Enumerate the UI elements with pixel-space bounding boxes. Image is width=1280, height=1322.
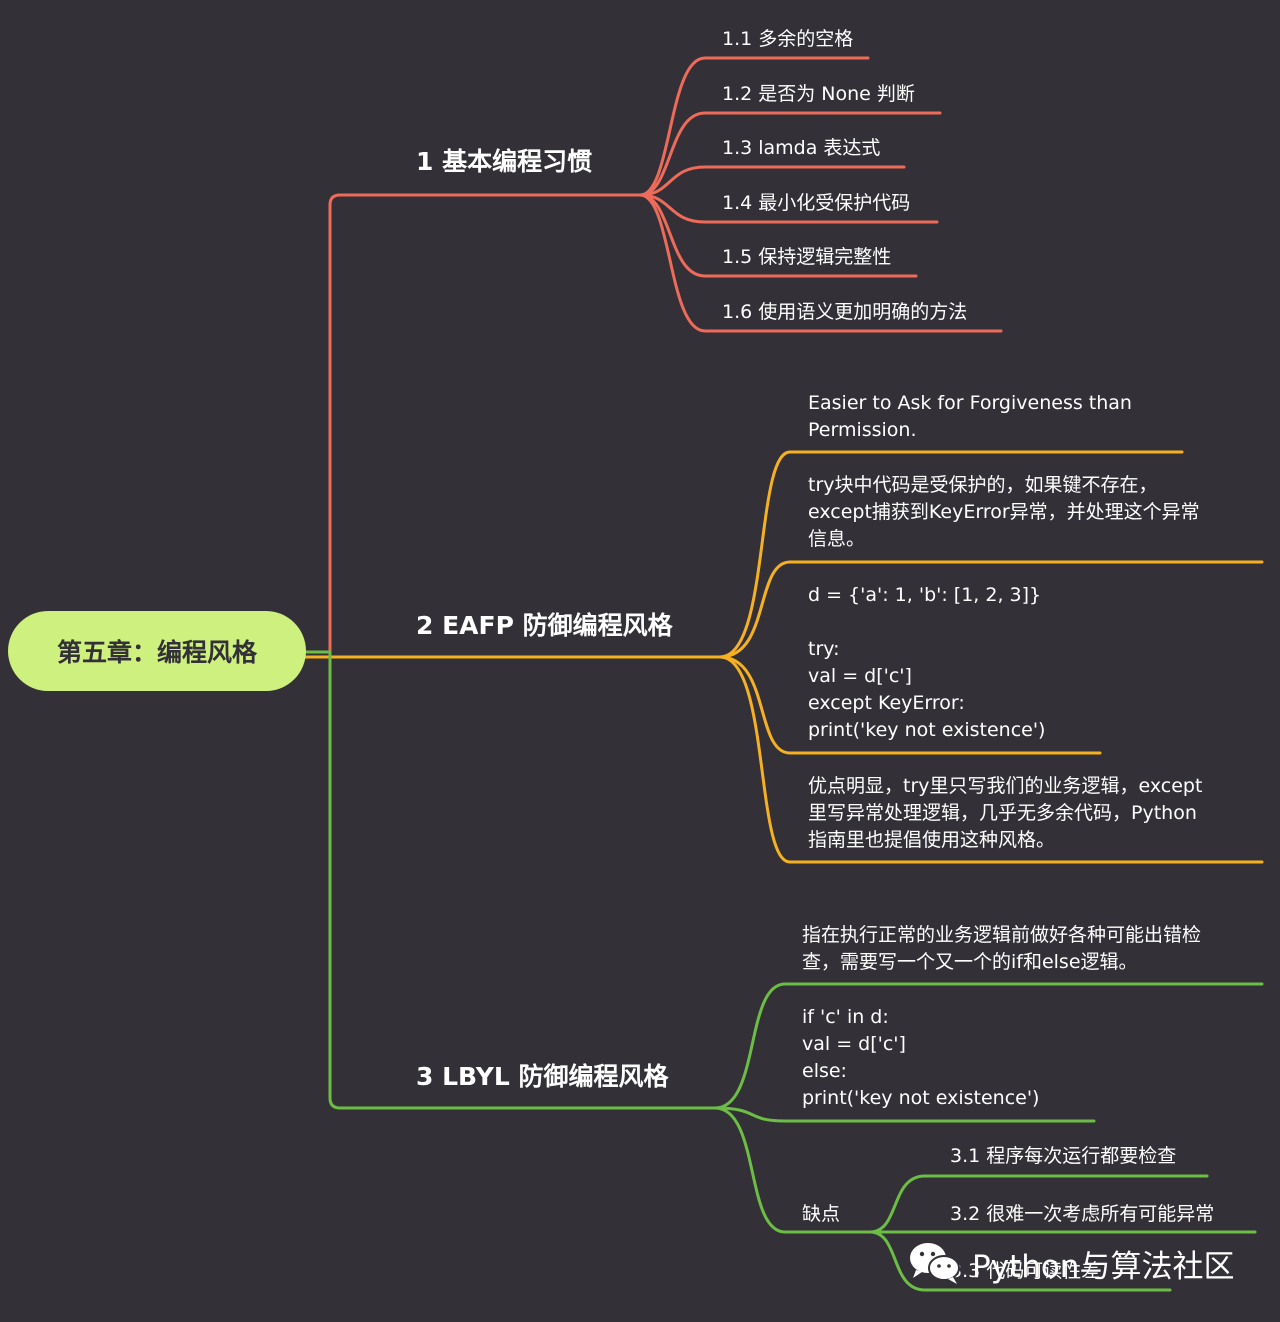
connector-branch-2-item-1	[718, 450, 1184, 659]
branch-1-item-2[interactable]: 1.2 是否为 None 判断	[722, 83, 915, 105]
connector-branch-1-item-6	[638, 193, 1003, 333]
connector-branch-3-sub-item-1	[868, 1174, 1209, 1234]
branch-1-item-3[interactable]: 1.3 lamda 表达式	[722, 137, 881, 159]
branch-3-item-1[interactable]: 指在执行正常的业务逻辑前做好各种可能出错检 查，需要写一个又一个的if和else…	[802, 924, 1202, 973]
branch-1-item-5[interactable]: 1.5 保持逻辑完整性	[722, 246, 892, 268]
wechat-icon	[910, 1243, 960, 1284]
branch-2-item-2[interactable]: try块中代码是受保护的，如果键不存在， except捕获到KeyError异常…	[808, 474, 1200, 550]
branch-3-sub-item-2[interactable]: 3.2 很难一次考虑所有可能异常	[950, 1203, 1215, 1225]
watermark-text: Python与算法社区	[972, 1248, 1235, 1285]
branch-2-item-4[interactable]: 优点明显，try里只写我们的业务逻辑，except 里写异常处理逻辑，几乎无多余…	[808, 775, 1203, 851]
connector-branch-3-item-2	[713, 1106, 1096, 1123]
connector-branch-1-item-4	[638, 193, 939, 224]
connector-root-branch-1	[304, 193, 642, 654]
branch-2-item-3[interactable]: d = {'a': 1, 'b': [1, 2, 3]} try: val = …	[808, 584, 1046, 741]
branch-2-item-1[interactable]: Easier to Ask for Forgiveness than Permi…	[808, 392, 1132, 441]
connector-branch-1-item-2	[638, 111, 942, 197]
connector-branch-3-sub-item-3	[868, 1230, 1172, 1292]
connector-branch-2-item-4	[718, 655, 1264, 864]
connector-branch-3-item-1	[713, 982, 1264, 1110]
branch-3-item-2[interactable]: if 'c' in d: val = d['c'] else: print('k…	[802, 1006, 1040, 1109]
connector-branch-1-item-3	[638, 165, 906, 197]
connector-root-branch-3	[304, 650, 717, 1110]
branch-1-item-6[interactable]: 1.6 使用语义更加明确的方法	[722, 301, 968, 323]
watermark: Python与算法社区	[908, 1238, 1234, 1288]
branch-1-item-4[interactable]: 1.4 最小化受保护代码	[722, 192, 911, 214]
connector-branch-3-sub	[713, 1106, 872, 1234]
connector-branch-1-item-1	[638, 56, 870, 197]
branch-3-label[interactable]: 3 LBYL 防御编程风格	[416, 1062, 669, 1091]
branch-1-label[interactable]: 1 基本编程习惯	[416, 147, 593, 176]
branch-1-item-1[interactable]: 1.1 多余的空格	[722, 28, 854, 50]
root-label: 第五章：编程风格	[56, 638, 257, 667]
connector-branch-2-item-2	[718, 560, 1264, 659]
branch-3-sub-item-1[interactable]: 3.1 程序每次运行都要检查	[950, 1145, 1177, 1167]
branch-2-label[interactable]: 2 EAFP 防御编程风格	[416, 611, 673, 640]
connector-branch-2-item-3	[718, 655, 1102, 755]
root-node[interactable]: 第五章：编程风格	[8, 611, 306, 691]
branch-3-sub-label[interactable]: 缺点	[802, 1203, 841, 1225]
